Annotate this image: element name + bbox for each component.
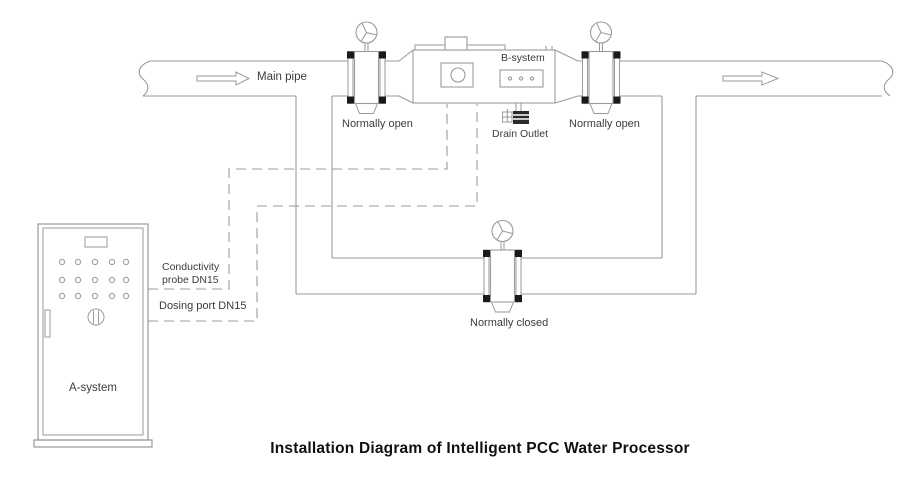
cabinet-handle bbox=[44, 309, 51, 338]
b-system-label: B-system bbox=[501, 52, 545, 64]
b-system-window bbox=[440, 62, 474, 88]
a-system-cabinet bbox=[33, 223, 153, 448]
flow-arrow-left-icon bbox=[196, 71, 251, 86]
drain-pipe bbox=[515, 103, 522, 111]
valve-normally-open-inlet bbox=[346, 21, 387, 115]
cabinet-knob-lines bbox=[93, 310, 99, 324]
outlet-valve-label: Normally open bbox=[569, 118, 640, 130]
drain-outlet-label: Drain Outlet bbox=[492, 128, 549, 140]
b-system-taper-left bbox=[398, 49, 414, 104]
cabinet-base bbox=[33, 439, 153, 448]
bypass-pipe bbox=[295, 96, 697, 295]
bypass-valve-label: Normally closed bbox=[470, 317, 549, 329]
drain-motor-ribs bbox=[513, 114, 529, 120]
dosing-port-label: Dosing port DN15 bbox=[159, 300, 247, 312]
panel-dot bbox=[518, 76, 524, 81]
main-pipe-label: Main pipe bbox=[257, 71, 307, 83]
b-system-top-ticks bbox=[545, 46, 553, 50]
cabinet-display bbox=[84, 236, 108, 248]
main-pipe bbox=[138, 60, 894, 97]
drain-outlet-assembly bbox=[502, 103, 529, 124]
drain-valve-cross bbox=[502, 109, 512, 122]
conductivity-probe-label: Conductivity probe DN15 bbox=[162, 261, 220, 286]
b-system-unit bbox=[398, 36, 582, 104]
b-system-taper-right bbox=[554, 49, 582, 104]
pipe-break-right bbox=[881, 60, 894, 97]
b-system-gauge-icon bbox=[450, 67, 466, 83]
flow-arrow-right-icon bbox=[722, 71, 780, 86]
b-system-body bbox=[412, 49, 556, 104]
panel-dot bbox=[507, 76, 513, 81]
cabinet-outline bbox=[37, 223, 149, 441]
a-system-label: A-system bbox=[69, 382, 117, 394]
diagram-title: Installation Diagram of Intelligent PCC … bbox=[270, 440, 690, 457]
bypass-branch-left bbox=[295, 96, 333, 294]
b-system-top-box bbox=[444, 36, 468, 51]
indicator-lights bbox=[58, 258, 130, 300]
valve-normally-closed-bypass bbox=[482, 219, 523, 313]
cabinet-knob-icon bbox=[87, 308, 105, 326]
cabinet-door bbox=[42, 227, 144, 436]
panel-dot bbox=[529, 76, 535, 81]
bypass-branch-right bbox=[661, 96, 697, 294]
dosing-port-line bbox=[148, 104, 478, 322]
inlet-valve-label: Normally open bbox=[342, 118, 413, 130]
drain-motor-icon bbox=[513, 111, 529, 124]
valve-normally-open-outlet bbox=[580, 21, 622, 115]
pipe-break-left bbox=[138, 60, 151, 97]
conductivity-probe-line bbox=[148, 104, 448, 290]
b-system-control-panel bbox=[499, 69, 544, 88]
